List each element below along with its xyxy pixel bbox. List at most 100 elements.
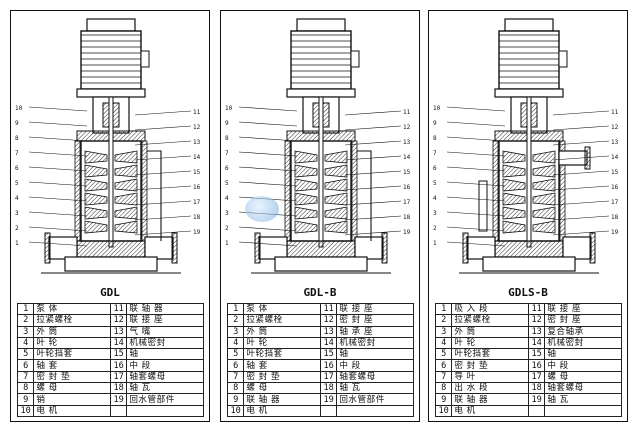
part-name: 联 轴 器 bbox=[451, 393, 529, 406]
callout-leader bbox=[28, 151, 88, 157]
inlet-nozzle bbox=[466, 236, 496, 260]
callout-leader bbox=[28, 226, 88, 232]
part-number: 16 bbox=[319, 359, 338, 372]
part-number bbox=[319, 404, 338, 417]
part-name: 机械密封 bbox=[336, 336, 414, 350]
callout-leader bbox=[446, 181, 506, 187]
side-outlet-flange bbox=[584, 146, 591, 170]
part-number: 2 bbox=[16, 314, 35, 327]
part-number bbox=[527, 404, 546, 417]
callout-number: 10 bbox=[433, 105, 441, 112]
part-number: 11 bbox=[319, 302, 338, 316]
callout-leader bbox=[344, 140, 402, 146]
callout-leader bbox=[134, 200, 192, 206]
impeller-right bbox=[324, 150, 348, 164]
part-name bbox=[336, 404, 414, 417]
callout-number: 19 bbox=[611, 229, 619, 236]
impeller-right bbox=[532, 206, 556, 220]
callout-number: 19 bbox=[403, 229, 411, 236]
callout-number: 9 bbox=[225, 120, 229, 127]
part-name: 拉紧螺栓 bbox=[243, 314, 321, 327]
part-name: 拉紧螺栓 bbox=[33, 314, 111, 327]
part-name: 轴 瓦 bbox=[336, 382, 414, 395]
callout-leader bbox=[238, 226, 298, 232]
part-name: 出 水 段 bbox=[451, 382, 529, 395]
outlet-nozzle bbox=[562, 236, 592, 260]
callout-number: 17 bbox=[193, 199, 201, 206]
motor-flange bbox=[494, 88, 564, 98]
callout-leader bbox=[28, 181, 88, 187]
part-name: 叶轮挡套 bbox=[33, 348, 111, 361]
impeller-left bbox=[502, 220, 526, 234]
part-number: 8 bbox=[226, 382, 245, 395]
part-number: 13 bbox=[109, 325, 128, 338]
bypass-pipe bbox=[478, 180, 488, 232]
part-name: 轴 套 bbox=[33, 359, 111, 372]
impeller-right bbox=[532, 150, 556, 164]
part-name: 机械密封 bbox=[544, 336, 622, 350]
part-number: 10 bbox=[226, 404, 245, 417]
impeller-right bbox=[324, 164, 348, 178]
part-number: 19 bbox=[109, 393, 128, 406]
tie-bolt-right bbox=[351, 140, 358, 242]
part-name: 轴套螺母 bbox=[336, 370, 414, 384]
outlet-flange bbox=[381, 232, 388, 264]
callout-number: 3 bbox=[225, 210, 229, 217]
callout-number: 12 bbox=[193, 124, 201, 131]
callout-leader bbox=[28, 136, 88, 142]
part-name: 密 封 座 bbox=[544, 314, 622, 327]
callout-leader bbox=[446, 241, 506, 247]
part-number: 4 bbox=[16, 336, 35, 350]
motor-flange bbox=[76, 88, 146, 98]
callout-leader bbox=[552, 230, 610, 236]
part-number: 8 bbox=[16, 382, 35, 395]
inlet-flange bbox=[254, 232, 261, 264]
foot bbox=[482, 256, 576, 272]
callout-number: 13 bbox=[611, 139, 619, 146]
part-name: 轴 bbox=[336, 348, 414, 361]
callout-leader bbox=[134, 170, 192, 176]
part-name: 密 封 垫 bbox=[243, 370, 321, 384]
part-name: 轴套螺母 bbox=[544, 382, 622, 395]
callout-number: 6 bbox=[433, 165, 437, 172]
foot bbox=[274, 256, 368, 272]
callout-number: 17 bbox=[611, 199, 619, 206]
callout-number: 16 bbox=[193, 184, 201, 191]
callout-number: 9 bbox=[15, 120, 19, 127]
part-name: 气 嘴 bbox=[126, 325, 204, 338]
callout-number: 14 bbox=[193, 154, 201, 161]
part-number bbox=[109, 404, 128, 417]
part-number: 10 bbox=[16, 404, 35, 417]
callout-number: 2 bbox=[433, 225, 437, 232]
part-number: 8 bbox=[434, 382, 453, 395]
tie-bolt-right bbox=[141, 140, 148, 242]
part-name: 复合轴承 bbox=[544, 325, 622, 338]
callout-number: 15 bbox=[403, 169, 411, 176]
part-number: 14 bbox=[109, 336, 128, 350]
callout-leader bbox=[552, 125, 610, 131]
callout-leader bbox=[446, 166, 506, 172]
terminal-box bbox=[558, 50, 568, 68]
callout-leader bbox=[238, 241, 298, 247]
part-number: 7 bbox=[434, 370, 453, 384]
callout-number: 1 bbox=[15, 240, 19, 247]
part-number: 9 bbox=[434, 393, 453, 406]
motor-cap bbox=[504, 18, 554, 32]
callout-leader bbox=[552, 170, 610, 176]
part-name: 电 机 bbox=[451, 404, 529, 417]
callout-leader bbox=[446, 136, 506, 142]
callout-number: 5 bbox=[433, 180, 437, 187]
callout-number: 12 bbox=[611, 124, 619, 131]
callout-number: 11 bbox=[193, 109, 201, 116]
